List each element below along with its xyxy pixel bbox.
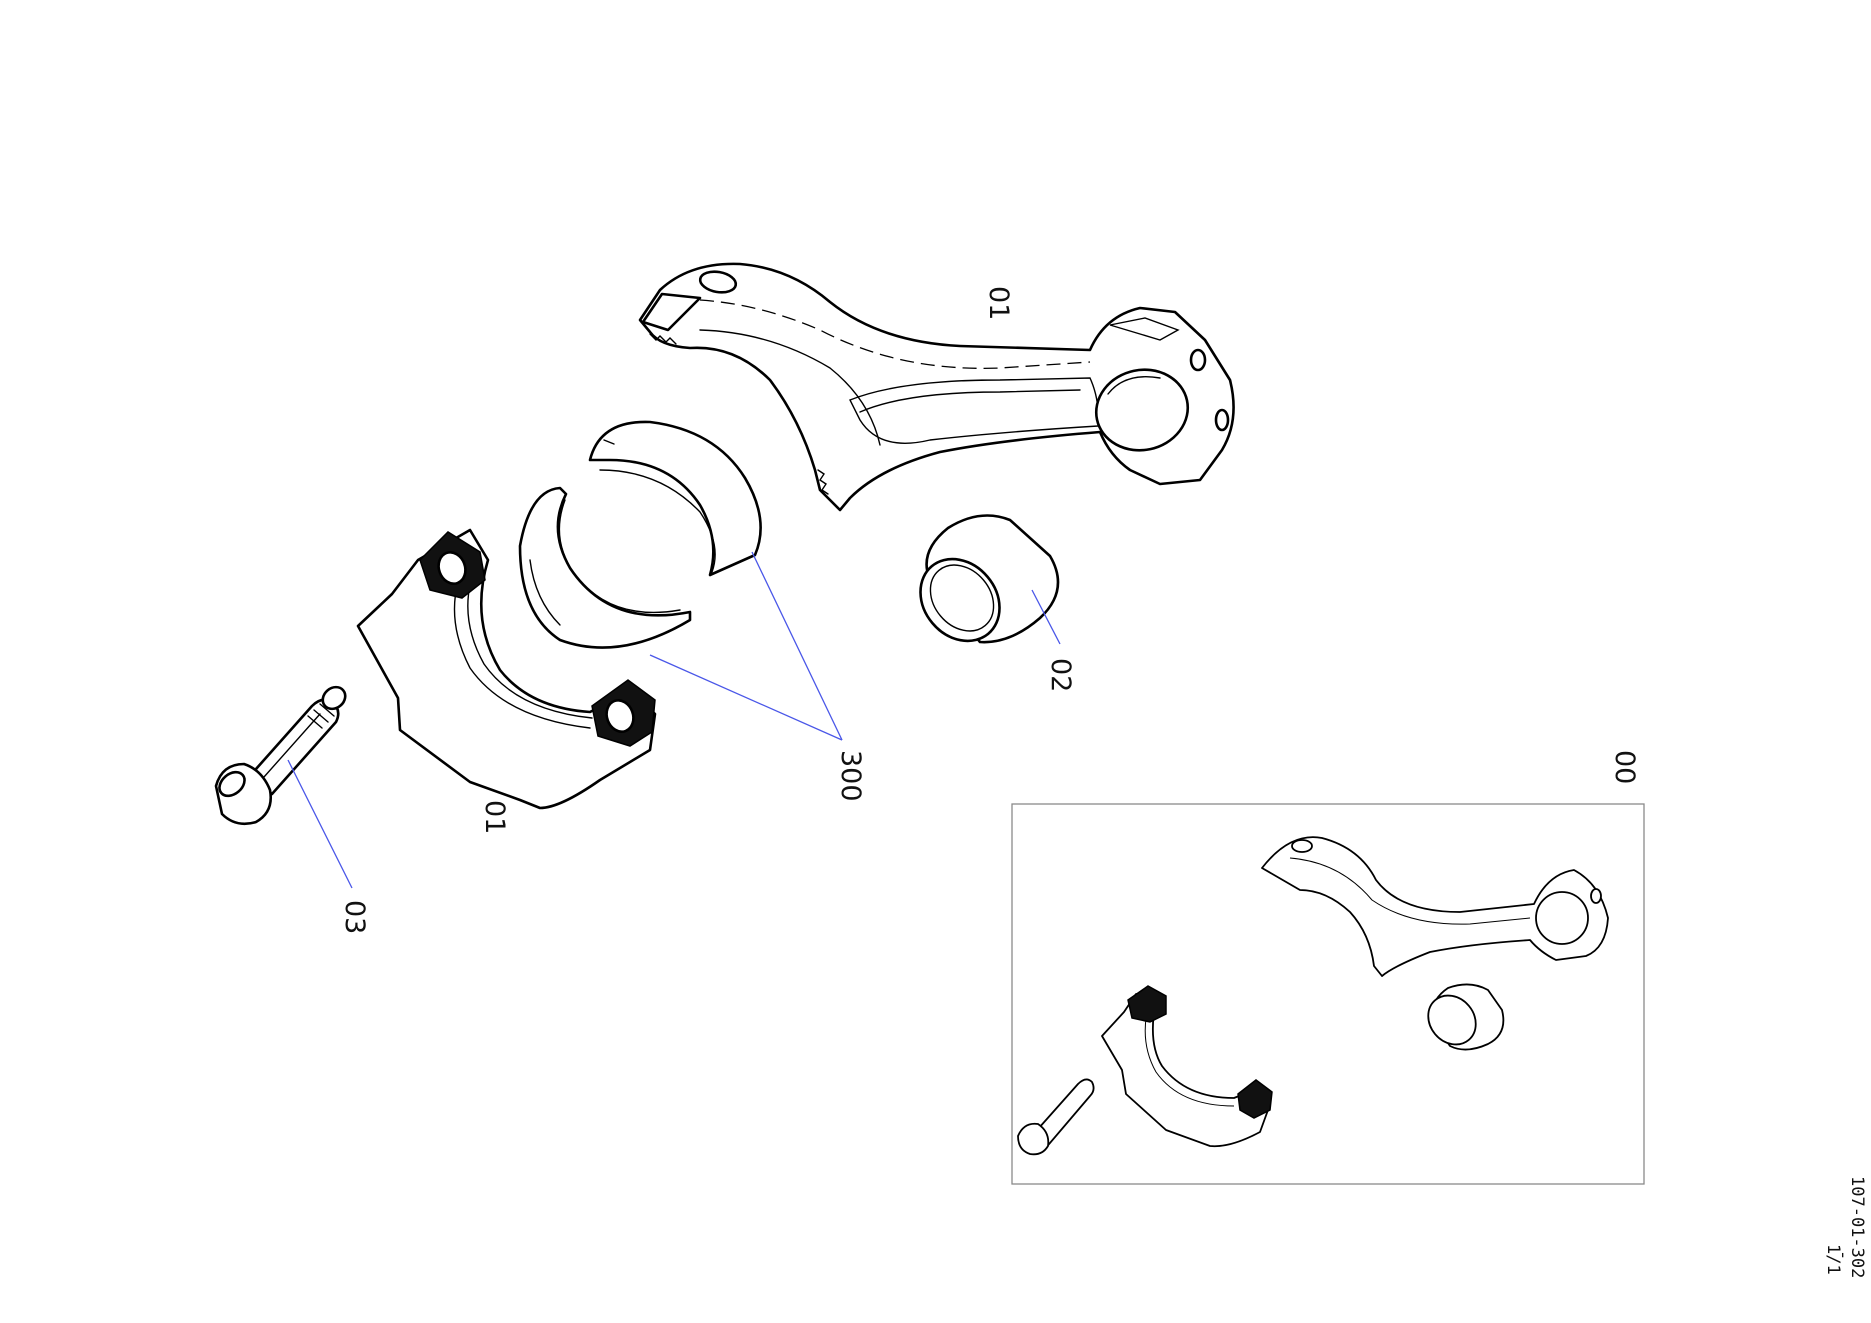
callout-bushing: 02 bbox=[1045, 658, 1076, 692]
drawing-separator: - bbox=[1833, 1250, 1853, 1260]
callout-rod: 01 bbox=[983, 286, 1014, 320]
callout-bearing-shells: 300 bbox=[835, 750, 866, 802]
callout-assembly: 00 bbox=[1609, 750, 1640, 784]
bearing-shell-upper[interactable] bbox=[588, 420, 762, 577]
callout-bolt: 03 bbox=[339, 900, 370, 934]
connecting-rod-cap[interactable] bbox=[356, 528, 657, 810]
sheet-number: 1/1 bbox=[1823, 1244, 1843, 1275]
assembly-inset-frame bbox=[1011, 803, 1645, 1185]
leader-lines bbox=[287, 551, 1061, 889]
drawing-reference: 107-01-302 - 1/1 bbox=[1823, 1176, 1867, 1278]
callout-cap: 01 bbox=[479, 800, 510, 834]
assembly-inset-drawing bbox=[1017, 836, 1609, 1156]
rod-bolt[interactable] bbox=[214, 683, 350, 826]
small-end-bushing[interactable] bbox=[904, 514, 1060, 657]
bearing-shell-lower[interactable] bbox=[518, 486, 692, 649]
connecting-rod[interactable] bbox=[638, 262, 1235, 512]
drawing-number: 107-01-302 bbox=[1847, 1176, 1867, 1278]
